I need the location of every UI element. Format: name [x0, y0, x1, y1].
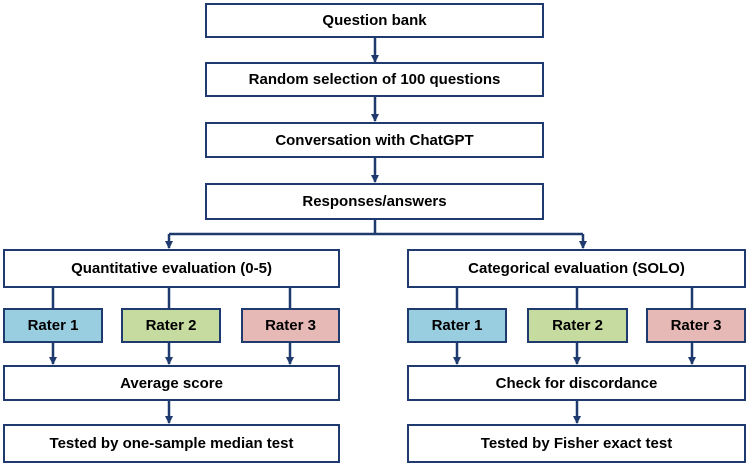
- quantitative-evaluation-label: Quantitative evaluation (0-5): [71, 260, 272, 277]
- quantitative-rater-3-box: Rater 3: [241, 308, 340, 343]
- quantitative-rater-2-label: Rater 2: [145, 317, 197, 334]
- quantitative-rater-2-box: Rater 2: [121, 308, 221, 343]
- average-score-label: Average score: [120, 374, 223, 392]
- question-bank-box: Question bank: [205, 3, 544, 38]
- median-test-label: Tested by one-sample median test: [49, 435, 294, 452]
- median-test-box: Tested by one-sample median test: [3, 424, 340, 463]
- check-discordance-label: Check for discordance: [495, 374, 658, 392]
- categorical-rater-3-box: Rater 3: [646, 308, 746, 343]
- quantitative-rater-3-label: Rater 3: [265, 317, 316, 334]
- quantitative-rater-1-box: Rater 1: [3, 308, 103, 343]
- random-selection-box: Random selection of 100 questions: [205, 62, 544, 97]
- responses-box: Responses/answers: [205, 183, 544, 220]
- categorical-rater-1-label: Rater 1: [431, 317, 483, 334]
- random-selection-label: Random selection of 100 questions: [248, 71, 501, 88]
- average-score-box: Average score: [3, 365, 340, 401]
- fisher-test-box: Tested by Fisher exact test: [407, 424, 746, 463]
- categorical-rater-3-label: Rater 3: [670, 317, 722, 334]
- categorical-rater-2-label: Rater 2: [552, 317, 603, 334]
- categorical-rater-2-box: Rater 2: [527, 308, 628, 343]
- conversation-label: Conversation with ChatGPT: [275, 131, 474, 149]
- responses-label: Responses/answers: [302, 193, 447, 210]
- categorical-evaluation-label: Categorical evaluation (SOLO): [468, 260, 685, 277]
- fisher-test-label: Tested by Fisher exact test: [480, 435, 673, 452]
- categorical-rater-1-box: Rater 1: [407, 308, 507, 343]
- quantitative-rater-1-label: Rater 1: [27, 317, 79, 334]
- categorical-evaluation-box: Categorical evaluation (SOLO): [407, 249, 746, 288]
- conversation-box: Conversation with ChatGPT: [205, 122, 544, 158]
- quantitative-evaluation-box: Quantitative evaluation (0-5): [3, 249, 340, 288]
- question-bank-label: Question bank: [322, 12, 427, 29]
- check-discordance-box: Check for discordance: [407, 365, 746, 401]
